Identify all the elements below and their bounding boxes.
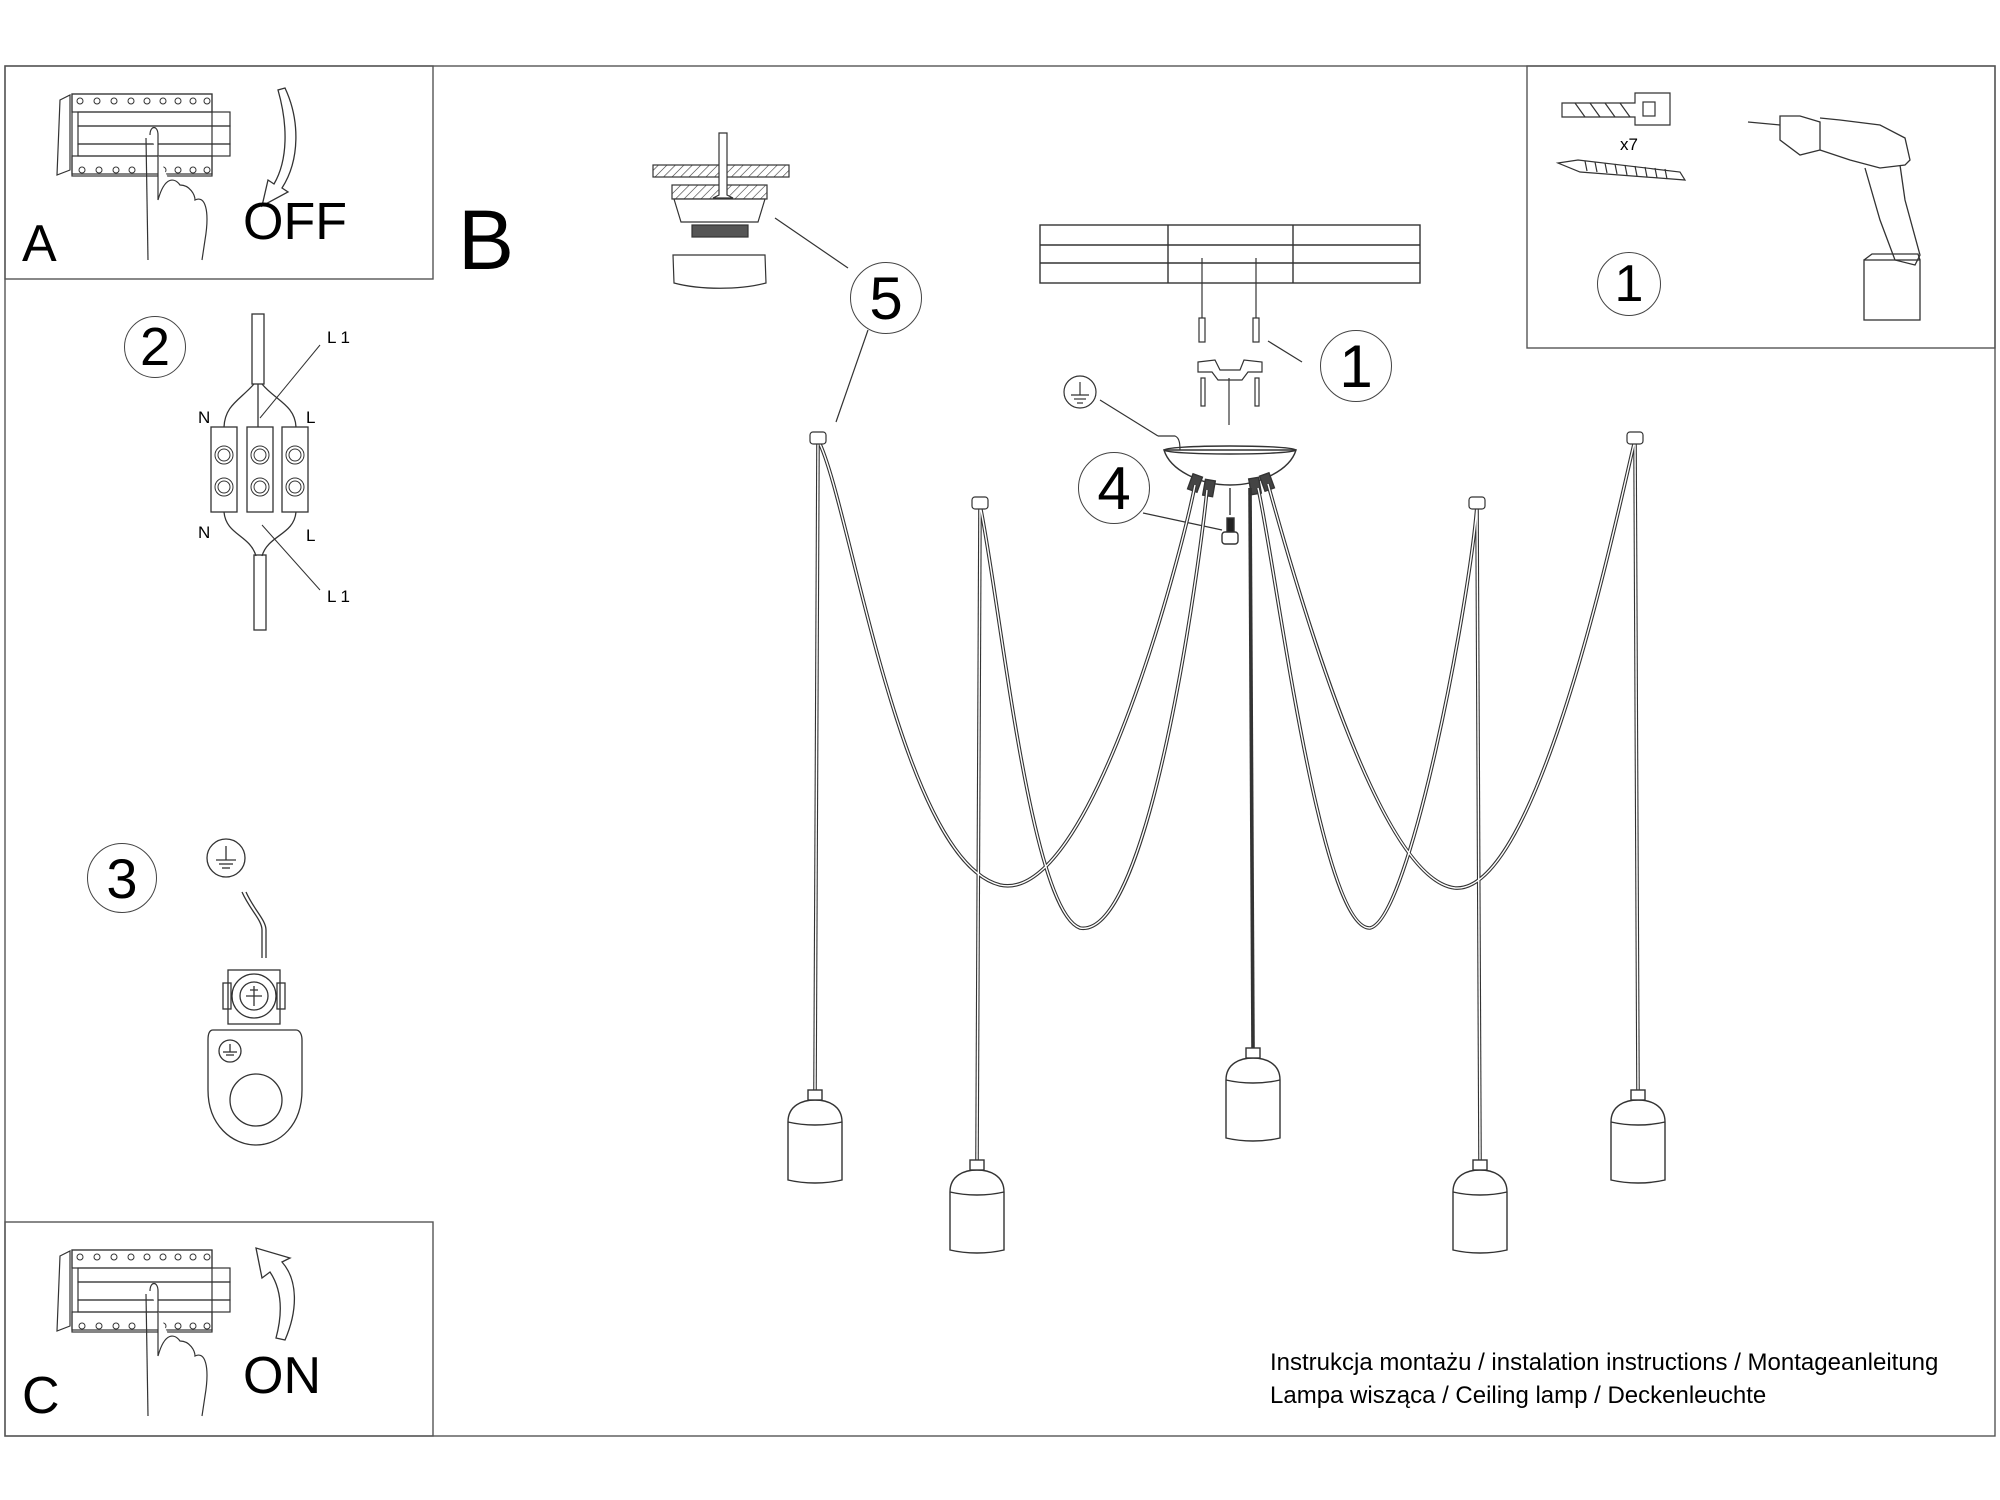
pendant-shade-2 bbox=[949, 1159, 1005, 1254]
pendant-rim bbox=[787, 1121, 843, 1126]
step-1-mount-badge: 1 bbox=[1320, 330, 1392, 402]
panel-a-box bbox=[4, 65, 434, 280]
pendant-shade-3 bbox=[1225, 1047, 1281, 1142]
pendant-rim bbox=[1225, 1079, 1281, 1084]
pendant-body bbox=[787, 1099, 843, 1184]
ground-terminal-icon bbox=[206, 838, 303, 1146]
step-1-tools-number: 1 bbox=[1614, 255, 1644, 313]
step-5-badge: 5 bbox=[850, 262, 922, 334]
pendant-shade-4 bbox=[1452, 1159, 1508, 1254]
panel-a-letter: A bbox=[22, 215, 57, 273]
screw-icon bbox=[1555, 159, 1687, 181]
ceiling-canopy-icon bbox=[1163, 445, 1297, 545]
circuit-breaker-a-icon bbox=[56, 93, 231, 261]
step-1-tools-badge: 1 bbox=[1597, 252, 1661, 316]
step-5-number: 5 bbox=[869, 264, 903, 332]
pendant-body bbox=[1452, 1169, 1508, 1254]
wire-label-n-top: N bbox=[198, 408, 211, 427]
panel-a-action: OFF bbox=[243, 193, 347, 251]
quantity-label: x7 bbox=[1620, 135, 1638, 154]
wire-label-l1-bottom: L 1 bbox=[327, 587, 351, 606]
pendant-cap bbox=[1245, 1047, 1261, 1059]
drill-icon bbox=[1747, 115, 1921, 321]
arrow-down-icon bbox=[261, 87, 297, 208]
pendant-cables bbox=[813, 439, 1640, 1161]
pendant-cap bbox=[1472, 1159, 1488, 1171]
pendant-rim bbox=[949, 1191, 1005, 1196]
step-4-number: 4 bbox=[1097, 454, 1131, 522]
pendant-cap bbox=[969, 1159, 985, 1171]
pendant-cap bbox=[1630, 1089, 1646, 1101]
terminal-block-icon bbox=[210, 313, 321, 631]
arrow-up-icon bbox=[255, 1247, 296, 1341]
pendant-body bbox=[1225, 1057, 1281, 1142]
footer-line-1: Instrukcja montażu / instalation instruc… bbox=[1270, 1349, 1939, 1376]
step-2-number: 2 bbox=[139, 317, 171, 377]
wire-label-l-top: L bbox=[306, 408, 316, 427]
pendant-body bbox=[1610, 1099, 1666, 1184]
wire-label-l1-top: L 1 bbox=[327, 328, 351, 347]
panel-b-letter: B bbox=[458, 193, 515, 287]
circuit-breaker-c-icon bbox=[56, 1249, 231, 1417]
tools-box bbox=[1526, 65, 1996, 349]
panel-c-box bbox=[4, 1221, 434, 1437]
footer: Instrukcja montażu / instalation instruc… bbox=[1270, 1346, 1938, 1412]
wall-plug-icon bbox=[1561, 92, 1671, 126]
wire-label-l-bottom: L bbox=[306, 526, 316, 545]
footer-line-2: Lampa wisząca / Ceiling lamp / Deckenleu… bbox=[1270, 1382, 1767, 1409]
ceiling-beams-icon bbox=[1039, 224, 1421, 284]
pendant-cap bbox=[807, 1089, 823, 1101]
mounting-bracket-icon bbox=[1197, 258, 1263, 425]
step-4-badge: 4 bbox=[1078, 452, 1150, 524]
canopy-section-icon bbox=[652, 132, 849, 289]
step-2-badge: 2 bbox=[124, 316, 186, 378]
step-3-badge: 3 bbox=[87, 843, 157, 913]
pendant-shade-5 bbox=[1610, 1089, 1666, 1184]
step-1-mount-number: 1 bbox=[1339, 332, 1373, 400]
page-frame bbox=[4, 65, 1996, 1437]
step-3-number: 3 bbox=[106, 846, 138, 910]
panel-c-action: ON bbox=[243, 1347, 321, 1405]
pendant-rim bbox=[1452, 1191, 1508, 1196]
wire-label-n-bottom: N bbox=[198, 523, 211, 542]
ground-symbol-icon bbox=[1063, 375, 1181, 453]
pendant-shade-1 bbox=[787, 1089, 843, 1184]
panel-c-letter: C bbox=[22, 1367, 60, 1425]
pendant-rim bbox=[1610, 1121, 1666, 1126]
pendant-body bbox=[949, 1169, 1005, 1254]
